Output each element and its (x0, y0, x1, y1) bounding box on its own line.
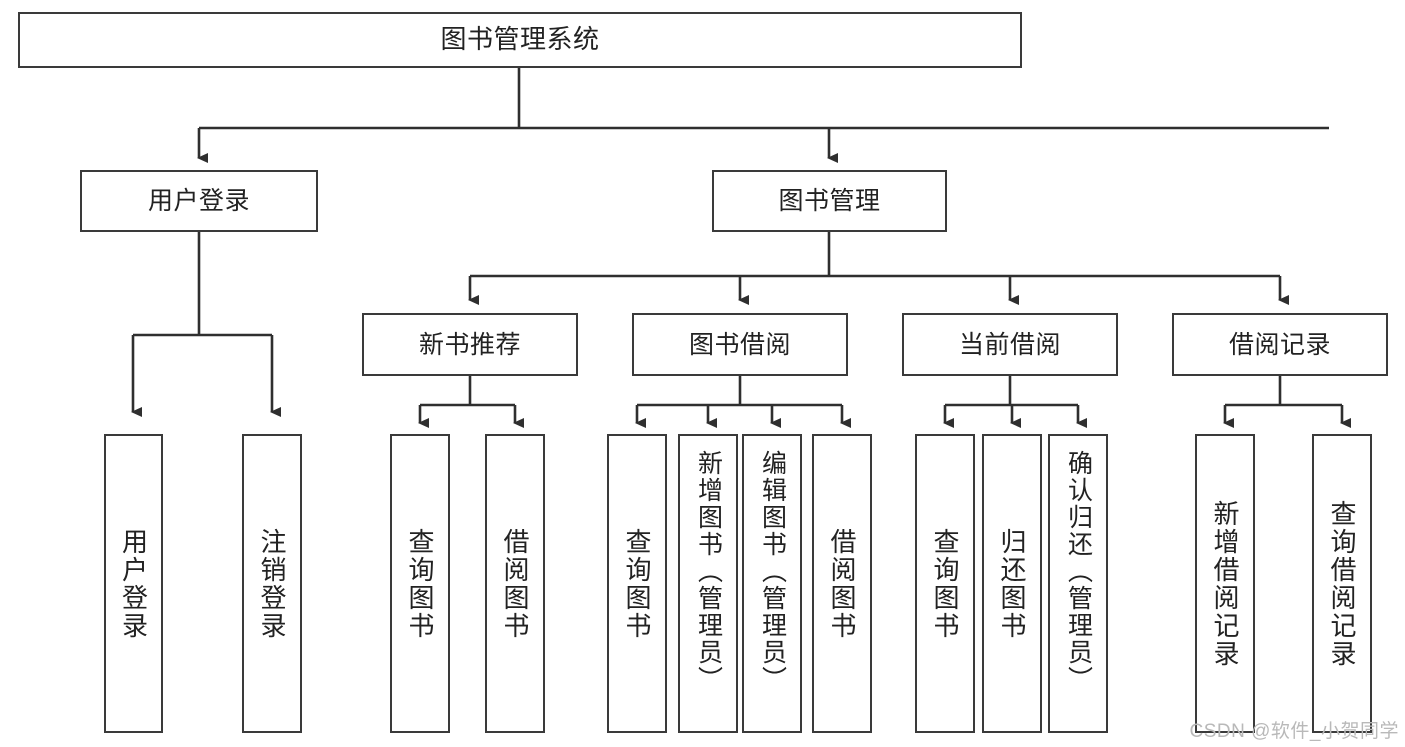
node-label: 借阅图书 (827, 527, 857, 640)
node-label: 新书推荐 (418, 330, 521, 359)
node-label: 查询图书 (622, 527, 652, 640)
node-label: 新增图书（管理员） (694, 450, 723, 693)
node-label: 当前借阅 (958, 330, 1061, 359)
leaf-user-login-login[interactable]: 用户登录 (104, 434, 163, 733)
node-label: 确认归还（管理员） (1064, 450, 1093, 693)
node-label: 注销登录 (257, 527, 287, 640)
node-label: 借阅记录 (1228, 330, 1331, 359)
leaf-new-book-query-book[interactable]: 查询图书 (390, 434, 450, 733)
leaf-current-borrow-query-book[interactable]: 查询图书 (915, 434, 975, 733)
node-label: 用户登录 (147, 187, 250, 215)
leaf-borrow-record-add-record[interactable]: 新增借阅记录 (1195, 434, 1255, 733)
node-user-login[interactable]: 用户登录 (80, 170, 318, 232)
node-root-book-management-system[interactable]: 图书管理系统 (18, 12, 1022, 68)
leaf-current-borrow-confirm-return-admin[interactable]: 确认归还（管理员） (1048, 434, 1108, 733)
node-label: 图书借阅 (688, 330, 791, 359)
node-label: 查询借阅记录 (1327, 499, 1357, 668)
leaf-book-borrow-add-book-admin[interactable]: 新增图书（管理员） (678, 434, 738, 733)
node-label: 用户登录 (118, 527, 149, 640)
node-label: 借阅图书 (500, 527, 530, 640)
leaf-new-book-borrow-book[interactable]: 借阅图书 (485, 434, 545, 733)
leaf-book-borrow-query-book[interactable]: 查询图书 (607, 434, 667, 733)
leaf-current-borrow-return-book[interactable]: 归还图书 (982, 434, 1042, 733)
csdn-watermark: CSDN @软件_小贺同学 (1189, 721, 1399, 742)
node-book-management[interactable]: 图书管理 (712, 170, 947, 232)
node-current-borrow[interactable]: 当前借阅 (902, 313, 1118, 376)
node-new-book-recommend[interactable]: 新书推荐 (362, 313, 578, 376)
node-label: 图书管理 (778, 187, 881, 215)
leaf-user-login-logout[interactable]: 注销登录 (242, 434, 302, 733)
node-label: 查询图书 (405, 527, 435, 640)
node-label: 归还图书 (997, 527, 1027, 640)
node-label: 编辑图书（管理员） (758, 450, 787, 693)
leaf-book-borrow-edit-book-admin[interactable]: 编辑图书（管理员） (742, 434, 802, 733)
node-label: 查询图书 (930, 527, 960, 640)
node-book-borrow[interactable]: 图书借阅 (632, 313, 848, 376)
leaf-book-borrow-borrow-book[interactable]: 借阅图书 (812, 434, 872, 733)
leaf-borrow-record-query-record[interactable]: 查询借阅记录 (1312, 434, 1372, 733)
node-label: 新增借阅记录 (1210, 499, 1240, 668)
node-label: 图书管理系统 (440, 24, 600, 55)
node-borrow-record[interactable]: 借阅记录 (1172, 313, 1388, 376)
